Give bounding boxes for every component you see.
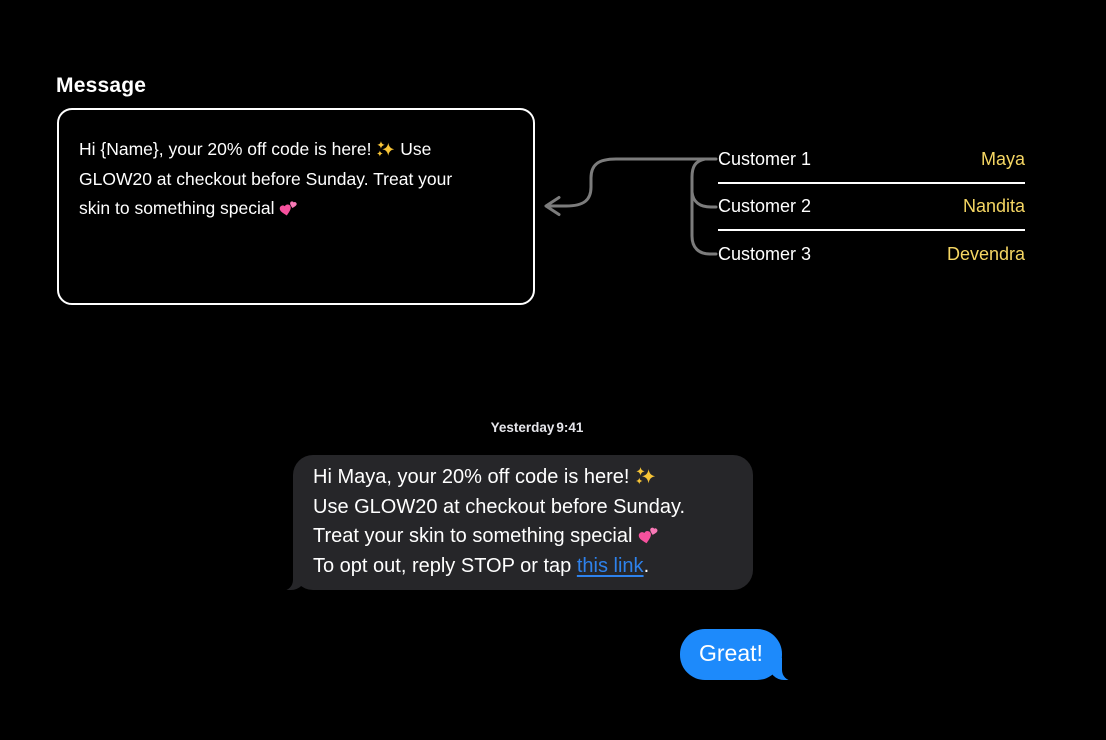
template-line-1: Hi {Name}, your 20% off code is here! Us… <box>79 139 432 159</box>
message-template-box[interactable]: Hi {Name}, your 20% off code is here! Us… <box>57 108 535 305</box>
two-hearts-emoji <box>279 199 299 218</box>
template-line-3: skin to something special <box>79 194 515 224</box>
customer-list: Customer 1 Maya Customer 2 Nandita Custo… <box>718 137 1025 278</box>
timestamp-day: Yesterday <box>490 420 555 435</box>
sparkles-emoji <box>376 140 395 159</box>
sent-message-text: Great! <box>699 640 763 666</box>
customer-label: Customer 2 <box>718 196 812 216</box>
timestamp-time: 9:41 <box>556 420 584 435</box>
two-hearts-emoji <box>638 525 660 546</box>
customer-name: Nandita <box>962 196 1025 216</box>
sent-message-bubble: Great! <box>680 629 796 681</box>
connector-branch-path <box>690 190 718 209</box>
received-line-2: Use GLOW20 at checkout before Sunday. <box>313 495 686 518</box>
template-section-title: Message <box>56 74 147 97</box>
message-template-text: Hi {Name}, your 20% off code is here! Us… <box>79 135 515 224</box>
customer-name: Maya <box>980 149 1025 169</box>
received-message-bubble: Hi Maya, your 20% off code is here! Use … <box>279 455 753 591</box>
customer-row-1: Customer 1 Maya <box>718 137 1025 184</box>
received-line-1: Hi Maya, your 20% off code is here! <box>313 463 733 493</box>
template-line-2: GLOW20 at checkout before Sunday. Treat … <box>79 168 453 189</box>
connector-main-path <box>546 157 718 208</box>
connector-arrowhead <box>544 196 561 216</box>
customer-row-3: Customer 3 Devendra <box>718 231 1025 278</box>
customer-row-2: Customer 2 Nandita <box>718 184 1025 231</box>
connector-vertical-path <box>690 157 718 256</box>
opt-out-link[interactable]: this link <box>576 554 644 577</box>
customer-label: Customer 3 <box>718 244 812 264</box>
received-line-3: Treat your skin to something special <box>313 522 733 552</box>
received-line-4: To opt out, reply STOP or tap this link. <box>313 554 650 577</box>
sparkles-emoji <box>635 466 656 487</box>
customer-name: Devendra <box>946 244 1025 264</box>
customer-label: Customer 1 <box>718 149 812 169</box>
